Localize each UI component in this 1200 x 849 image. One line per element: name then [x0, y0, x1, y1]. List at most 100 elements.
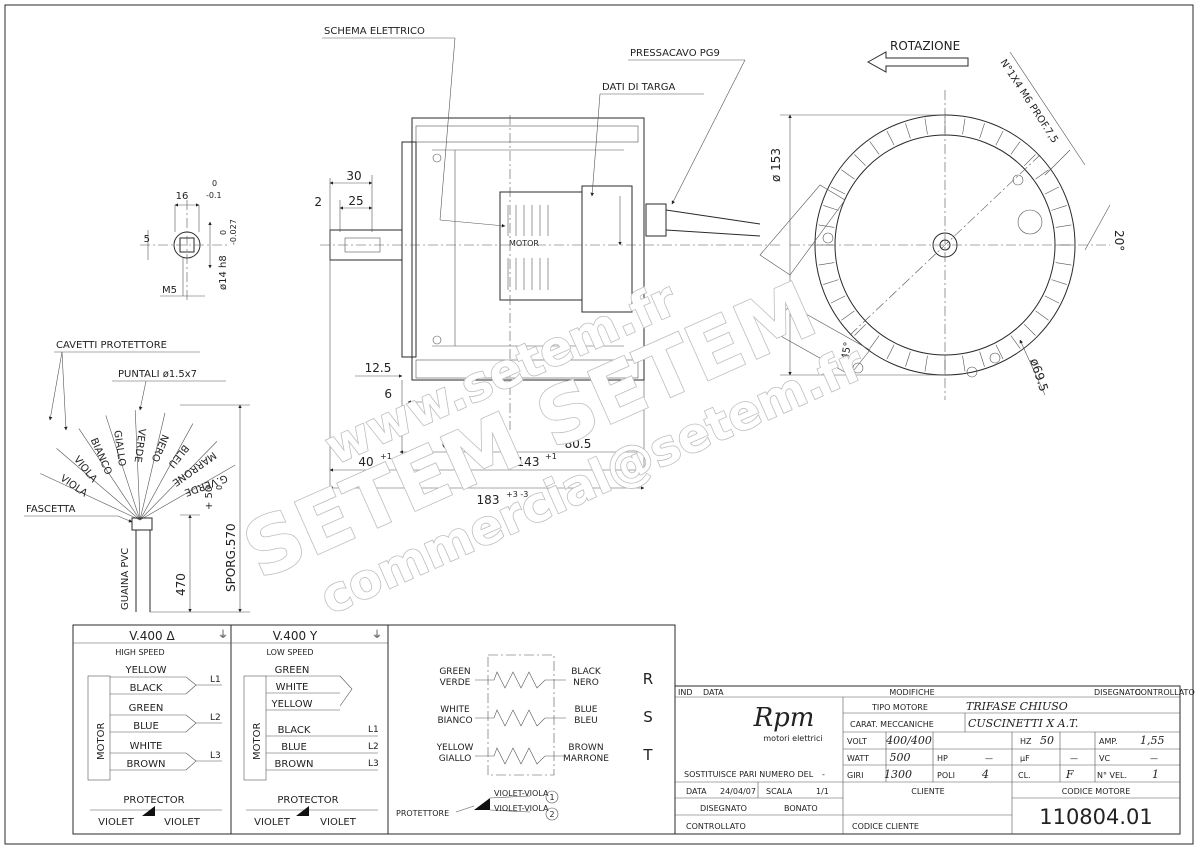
vc-label: VC — [1099, 754, 1110, 763]
high-wire-bottom: BROWN — [126, 759, 165, 770]
data-value: 24/04/07 — [720, 787, 756, 796]
low-line-label: L1 — [368, 725, 379, 735]
scala-label: SCALA — [766, 787, 793, 796]
low-protector-label: PROTECTOR — [277, 795, 338, 806]
rotation-arrow-icon — [866, 51, 969, 73]
low-motor-label: MOTOR — [252, 723, 263, 760]
amp-value: 1,55 — [1140, 734, 1165, 747]
low-wire: BLACK — [278, 725, 311, 736]
phase-label: T — [642, 746, 653, 764]
rpm-logo-sub: motori elettrici — [763, 734, 822, 743]
cliente-label: CLIENTE — [911, 787, 944, 796]
controllato-label: CONTROLLATO — [686, 822, 746, 831]
sostituisce-value: - — [822, 770, 825, 779]
coil-left-en: YELLOW — [436, 743, 474, 753]
callout-fascetta: FASCETTA — [26, 504, 76, 515]
callout-schema: SCHEMA ELETTRICO — [324, 26, 425, 37]
vc-value: — — [1150, 754, 1158, 763]
dim-470: 470 — [174, 573, 188, 596]
codice-cliente-label: CODICE CLIENTE — [852, 822, 919, 831]
data-label: DATA — [686, 787, 707, 796]
coil-winding — [475, 709, 566, 727]
coil-left-it: GIALLO — [439, 754, 472, 764]
low-wire: BLUE — [281, 742, 307, 753]
dim-40-tol: +1 — [380, 452, 392, 461]
coil-right-en: BLACK — [571, 667, 602, 677]
hz-value: 50 — [1040, 734, 1054, 747]
dim-50-tol: 0 — [215, 485, 224, 490]
low-violet-right: VIOLET — [320, 817, 357, 828]
dim-6: 6 — [384, 387, 392, 401]
wire-label: NERO — [149, 433, 170, 464]
uf-label: μF — [1020, 754, 1030, 763]
low-wire: BROWN — [274, 759, 313, 770]
uf-value: — — [1070, 754, 1078, 763]
callout-dati: DATI DI TARGA — [602, 82, 676, 93]
circle-2: 2 — [549, 810, 554, 819]
coil-left-en: WHITE — [440, 705, 470, 715]
dim-183-tol: +3 -3 — [506, 490, 528, 499]
giri-label: GIRI — [847, 771, 863, 780]
wiring-diagrams: V.400 Δ ⏚ HIGH SPEED MOTOR YELLOWBLACKL1… — [72, 624, 676, 835]
sheet-border — [4, 4, 1194, 845]
callout-fori: N°1X4 M6 PROF.7,5 — [997, 58, 1059, 146]
violet-2-label: VIOLET-VIOLA — [494, 804, 549, 813]
plate-motor-label: MOTOR — [509, 239, 539, 248]
protettore-label: PROTETTORE — [396, 809, 449, 818]
codice-motore-label: CODICE MOTORE — [1062, 787, 1131, 796]
col-ind: IND — [678, 688, 693, 697]
coil-right-it: MARRONE — [563, 754, 609, 764]
rating-plate — [581, 185, 633, 313]
callout-puntali: PUNTALI ø1.5x7 — [118, 369, 197, 380]
hz-label: HZ — [1020, 737, 1032, 746]
callout-pressacavo: PRESSACAVO PG9 — [630, 48, 720, 59]
wire-label: GIALLO — [111, 430, 127, 468]
dim-183: 183 — [477, 493, 500, 507]
low-speed-sub: LOW SPEED — [266, 648, 313, 657]
coil-winding — [475, 747, 566, 765]
dim-2: 2 — [314, 195, 322, 209]
high-line-label: L2 — [210, 713, 221, 723]
disegnato-label: DISEGNATO — [700, 804, 747, 813]
sostituisce-label: SOSTITUISCE PARI NUMERO DEL — [684, 770, 814, 779]
high-wire-top: GREEN — [129, 703, 164, 714]
carat-value: CUSCINETTI X A.T. — [968, 717, 1078, 730]
dim-153: ø 153 — [769, 148, 783, 182]
amp-label: AMP. — [1099, 737, 1118, 746]
tipo-value: TRIFASE CHIUSO — [966, 700, 1068, 713]
callout-sporg: SPORG.570 — [224, 523, 238, 592]
poli-value: 4 — [981, 768, 989, 781]
giri-value: 1300 — [884, 768, 912, 781]
col-data: DATA — [703, 688, 724, 697]
low-violet-left: VIOLET — [254, 817, 291, 828]
watermark-group: www.setem.fr SETEM SETEM commercial@sete… — [230, 264, 874, 626]
nvel-value: 1 — [1152, 768, 1159, 781]
callout-cavetti: CAVETTI PROTETTORE — [56, 340, 167, 351]
col-disegnato: DISEGNATO — [1094, 688, 1141, 697]
disegnato-value: BONATO — [784, 804, 818, 813]
callout-guaina: GUAINA PVC — [120, 548, 131, 610]
dim-20: 20° — [1112, 230, 1126, 251]
high-speed-sub: HIGH SPEED — [115, 648, 164, 657]
volt-value: 400/400 — [885, 734, 932, 747]
title-block: IND DATA MODIFICHE DISEGNATO CONTROLLATO… — [674, 685, 1195, 835]
hp-value: — — [985, 754, 993, 763]
shaft-detail: 16 0 -0.1 5 ø14 h8 0 -0.027 M5 — [140, 179, 238, 300]
dim-25: 25 — [348, 194, 363, 208]
coil-right-it: BLEU — [574, 716, 597, 726]
dim-69-5: ø69.5 — [1027, 357, 1051, 394]
low-star-wire: GREEN — [275, 665, 310, 676]
coil-left-it: VERDE — [440, 678, 471, 688]
high-protector-icon — [142, 806, 155, 816]
violet-1-label: VIOLET-VIOLA — [494, 789, 549, 798]
hp-label: HP — [937, 754, 948, 763]
dim-16-tol2: -0.1 — [206, 191, 222, 200]
dim-5: 5 — [144, 234, 150, 245]
wire-label: VERDE — [132, 428, 147, 463]
dim-m5: M5 — [162, 285, 177, 296]
coil-right-en: BLUE — [574, 705, 597, 715]
watt-label: WATT — [847, 754, 869, 763]
col-modifiche: MODIFICHE — [889, 688, 934, 697]
top-callouts: SCHEMA ELETTRICO PRESSACAVO PG9 DATI DI … — [322, 26, 746, 228]
